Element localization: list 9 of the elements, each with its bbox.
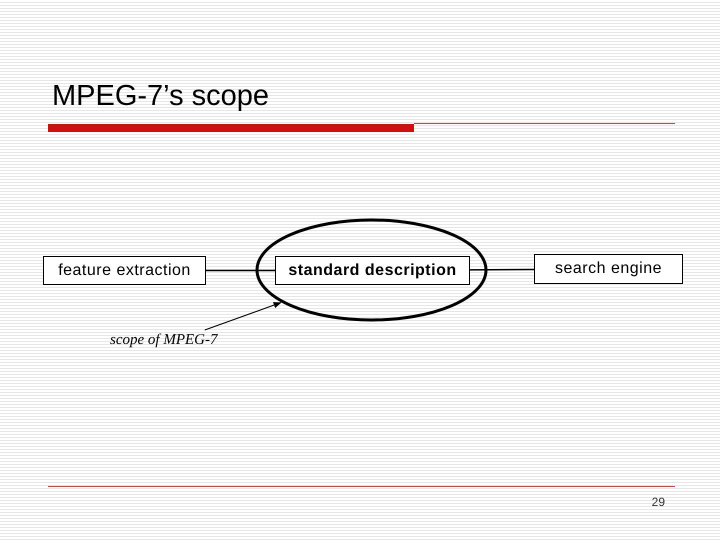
process-box: feature extraction <box>43 256 206 285</box>
leader-arrow <box>204 302 282 330</box>
connector-line <box>470 268 534 271</box>
page-number: 29 <box>650 495 665 509</box>
process-box: search engine <box>534 254 683 284</box>
process-box: standard description <box>275 256 470 285</box>
connector-line <box>206 270 275 272</box>
slide-title: MPEG-7’s scope <box>52 80 270 113</box>
annotation-text: scope of MPEG-7 <box>110 330 244 350</box>
